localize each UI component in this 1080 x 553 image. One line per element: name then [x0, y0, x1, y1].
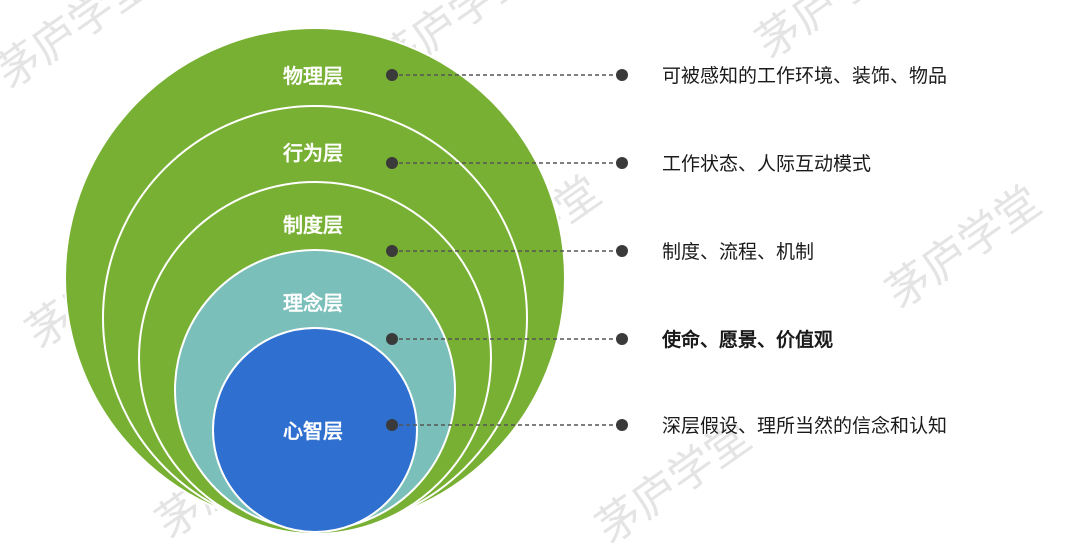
watermark-text: 茅庐学堂	[747, 0, 920, 69]
leader-dot-start	[386, 69, 398, 81]
leader-dot-end	[616, 157, 628, 169]
layer-label-concept: 理念层	[283, 291, 343, 315]
leader-dot-start	[386, 419, 398, 431]
leader-dot-start	[386, 245, 398, 257]
layer-label-behavior: 行为层	[282, 141, 343, 165]
description-behavior: 工作状态、人际互动模式	[662, 153, 872, 175]
description-system: 制度、流程、机制	[662, 241, 815, 263]
layer-label-mind: 心智层	[283, 419, 343, 443]
watermark-text: 茅庐学堂	[0, 0, 160, 99]
leader-concept	[386, 333, 628, 345]
layer-circle-mind	[212, 327, 418, 533]
leader-dot-end	[616, 245, 628, 257]
watermark-text: 茅庐学堂	[877, 176, 1050, 319]
layer-label-physical: 物理层	[283, 64, 343, 88]
description-mind: 深层假设、理所当然的信念和认知	[662, 415, 948, 437]
leader-dot-end	[616, 419, 628, 431]
leader-dot-end	[616, 333, 628, 345]
leader-physical	[386, 69, 628, 81]
layer-label-system: 制度层	[283, 213, 343, 237]
description-concept: 使命、愿景、价值观	[662, 329, 834, 351]
description-physical: 可被感知的工作环境、装饰、物品	[662, 65, 948, 87]
leader-dot-start	[386, 333, 398, 345]
leader-behavior	[386, 157, 628, 169]
leader-dot-end	[616, 69, 628, 81]
leader-mind	[386, 419, 628, 431]
leader-dot-start	[386, 157, 398, 169]
leader-system	[386, 245, 628, 257]
